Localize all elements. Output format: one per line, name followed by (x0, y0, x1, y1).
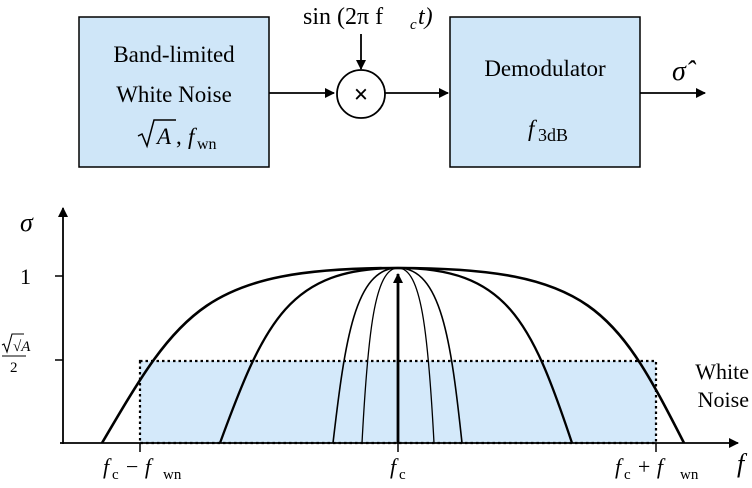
mixer-circle (336, 69, 386, 119)
output-symbol: σ̂ (672, 56, 697, 87)
y-axis-label: σ (20, 208, 34, 237)
xtick-left-label: f c − f wn (103, 454, 182, 483)
sqrt-symbol (137, 119, 176, 149)
noise-block-params: A , f wn (137, 119, 217, 153)
carrier-text: sin (2π f (303, 4, 383, 30)
response-curve-narrow (361, 267, 435, 444)
demod-f-sub: 3dB (538, 125, 568, 145)
ytick-mid-label: √A 2 (1, 333, 31, 376)
carrier-end: t) (418, 4, 433, 30)
ytick-sqrt-symbol (1, 333, 24, 354)
demod-title: Demodulator (484, 56, 606, 81)
x-axis-label: f (737, 449, 748, 478)
noise-label-line1: White (695, 359, 749, 384)
noise-label-line2: Noise (698, 387, 749, 412)
noise-block-line1: Band-limited (113, 42, 235, 67)
xtick-left-rest-sub: wn (163, 467, 182, 483)
xtick-center-sub: c (399, 467, 406, 483)
xtick-left-rest: − f (119, 454, 154, 479)
ytick-mid-den: 2 (10, 360, 18, 376)
noise-block (78, 16, 270, 168)
param-f-sub: wn (197, 136, 217, 153)
xtick-left-f: f (103, 454, 112, 479)
noise-block-line2: White Noise (116, 82, 232, 107)
xtick-right-sub: c (624, 467, 631, 483)
xtick-center-f: f (390, 454, 399, 479)
xtick-right-rest-sub: wn (680, 467, 699, 483)
xtick-center-label: f c (390, 454, 406, 483)
param-f: f (188, 124, 198, 149)
sqrt-radicand: A (155, 124, 172, 149)
xtick-left-sub: c (112, 467, 119, 483)
demod-f: f (528, 116, 538, 141)
xtick-right-rest: + f (631, 454, 666, 479)
carrier-label: sin (2π f c t) (303, 4, 433, 33)
carrier-sub: c (410, 17, 417, 33)
xtick-right-label: f c + f wn (615, 454, 699, 483)
demod-block (449, 16, 641, 168)
param-sep: , (176, 124, 182, 149)
ytick-top-label: 1 (20, 264, 31, 289)
mixer-symbol: × (354, 80, 369, 109)
ytick-mid-num: √A (13, 339, 31, 355)
xtick-right-f: f (615, 454, 624, 479)
